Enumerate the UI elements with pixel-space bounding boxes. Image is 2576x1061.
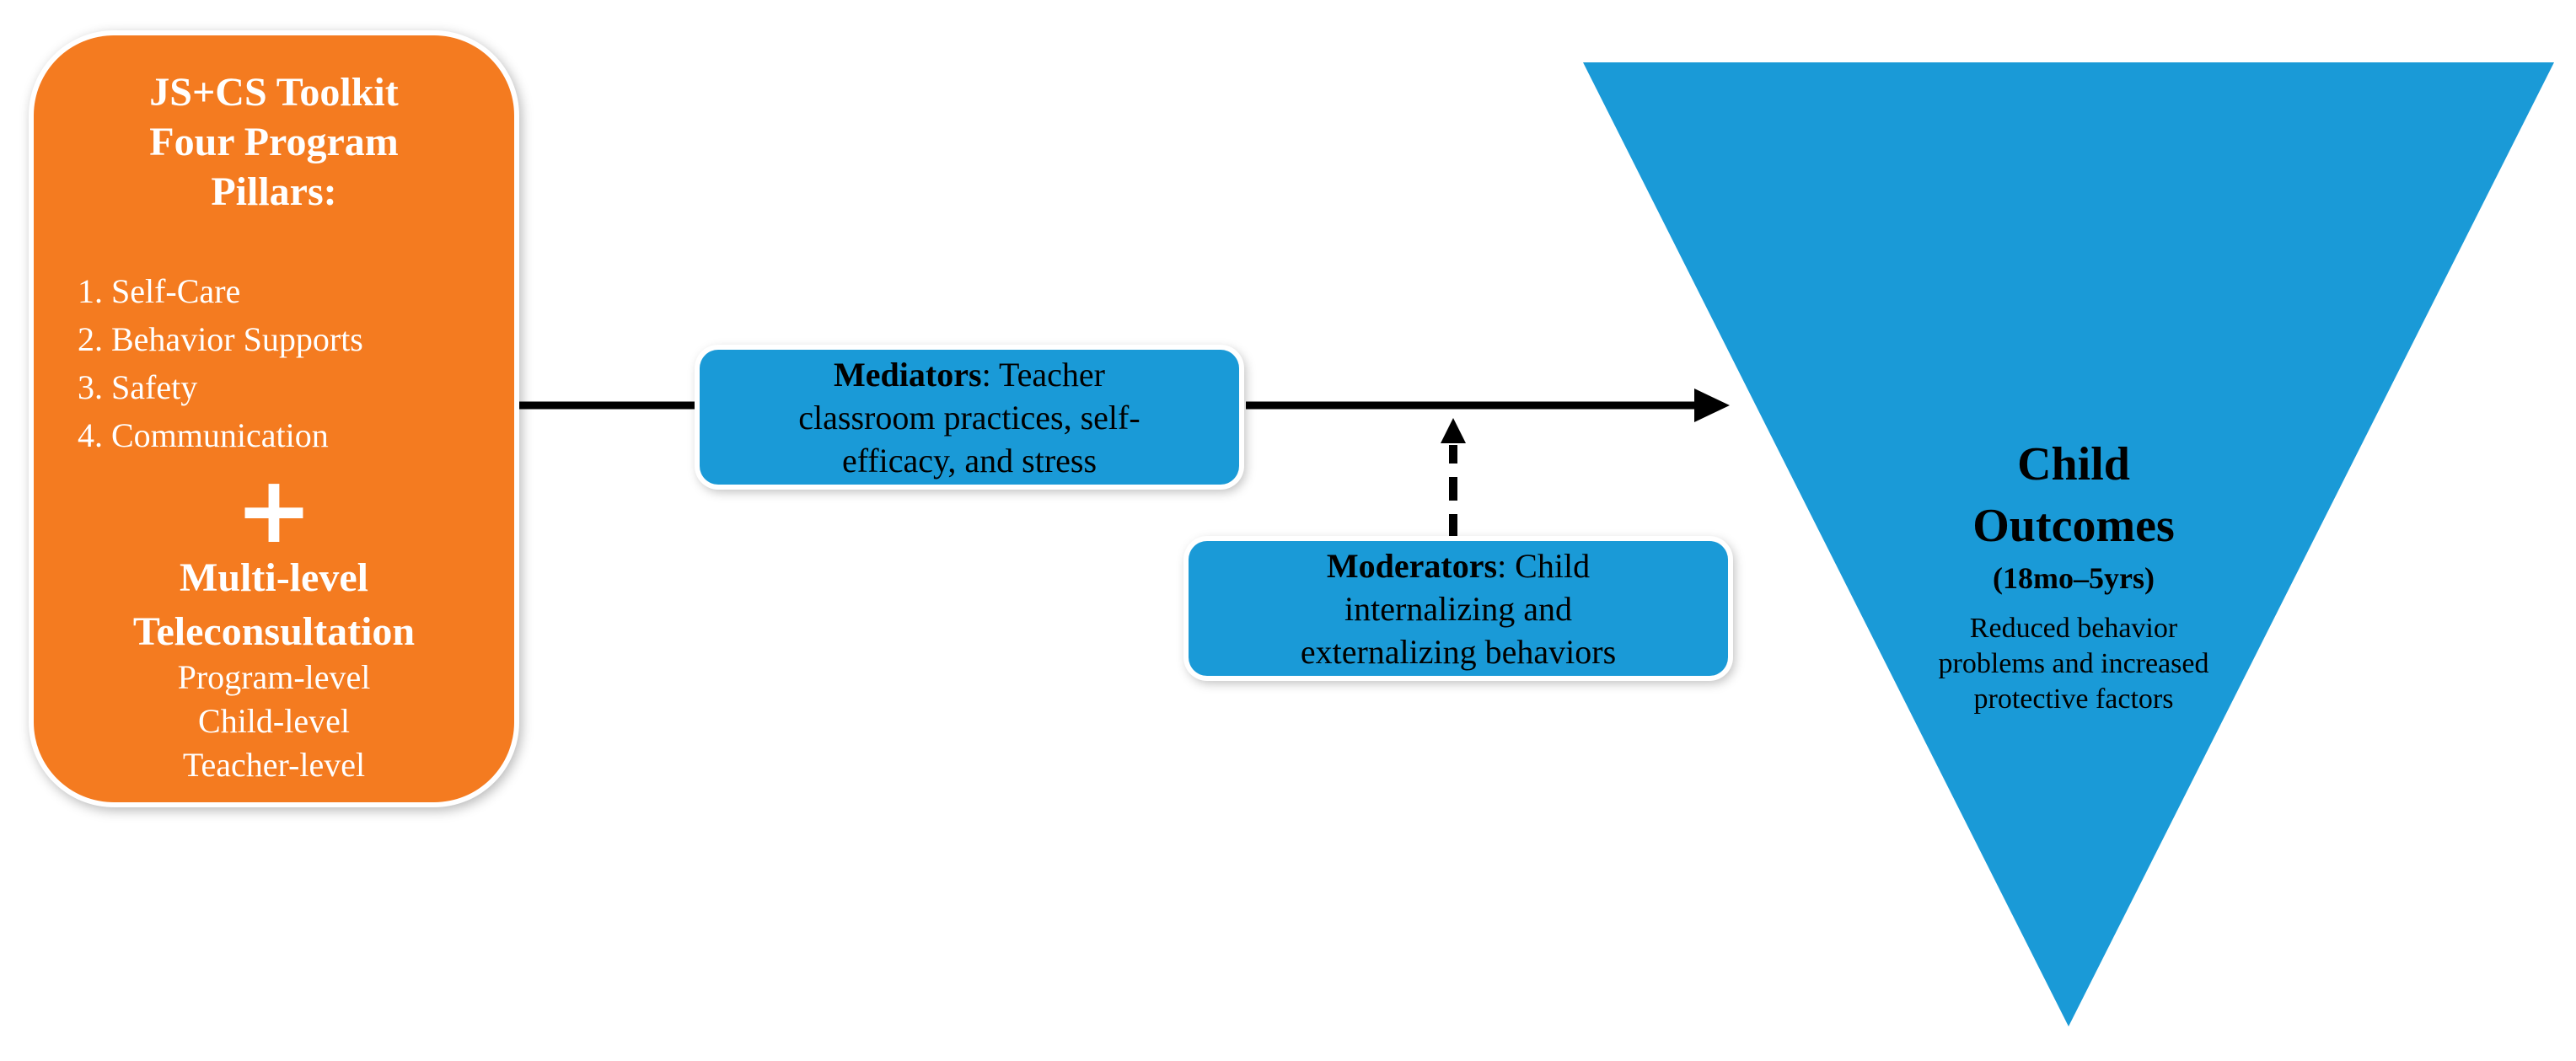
- child-outcomes-text: Child Outcomes (18mo–5yrs) Reduced behav…: [1854, 434, 2293, 717]
- moderators-line-2: internalizing and: [1344, 589, 1572, 628]
- mediators-line-1-text: : Teacher: [981, 355, 1105, 394]
- mediators-line-2: classroom practices, self-: [798, 398, 1140, 437]
- mediators-box: Mediators: Teacher classroom practices, …: [700, 350, 1239, 485]
- teleconsultation-title-line: Teleconsultation: [132, 609, 416, 654]
- program-title-line: Pillars:: [211, 169, 337, 214]
- child-outcomes-description-line: problems and increased: [1938, 648, 2209, 679]
- child-outcomes-age-range: (18mo–5yrs): [1993, 561, 2155, 595]
- outcomes-arrowhead: [1694, 388, 1730, 422]
- moderators-line-1: Moderators: Child: [1327, 544, 1590, 587]
- moderators-line-3: externalizing behaviors: [1300, 632, 1617, 671]
- child-outcomes-description-line: Reduced behavior: [1969, 613, 2178, 644]
- mediators-line-1: Mediators: Teacher: [834, 353, 1105, 396]
- pillars-list: 1. Self-Care 2. Behavior Supports 3. Saf…: [78, 267, 363, 459]
- teleconsultation-title-line: Multi-level: [180, 555, 368, 600]
- child-outcomes-description: Reduced behavior problems and increased …: [1854, 611, 2293, 717]
- pillar-item: 2. Behavior Supports: [78, 320, 363, 358]
- plus-sign: +: [234, 456, 314, 564]
- mediators-line-3: efficacy, and stress: [841, 441, 1097, 480]
- teleconsultation-title: Multi-level Teleconsultation: [34, 551, 514, 659]
- child-outcomes-title-line: Outcomes: [1972, 500, 2175, 552]
- program-title: JS+CS Toolkit Four Program Pillars:: [34, 67, 514, 217]
- child-outcomes-triangle: [1583, 62, 2554, 1026]
- program-title-line: JS+CS Toolkit: [149, 70, 399, 115]
- mediators-label: Mediators: [834, 355, 982, 394]
- program-box: JS+CS Toolkit Four Program Pillars: 1. S…: [34, 35, 514, 802]
- moderators-line-1-text: : Child: [1497, 546, 1591, 585]
- level-item: Program-level: [177, 658, 371, 696]
- pillar-item: 4. Communication: [78, 416, 329, 454]
- moderator-arrowhead: [1441, 418, 1466, 443]
- pillar-item: 1. Self-Care: [78, 272, 241, 310]
- child-outcomes-title: Child Outcomes: [1854, 434, 2293, 557]
- level-item: Teacher-level: [182, 746, 366, 784]
- moderators-label: Moderators: [1326, 546, 1498, 585]
- program-title-line: Four Program: [149, 120, 399, 164]
- child-outcomes-description-line: protective factors: [1973, 683, 2174, 715]
- pillar-item: 3. Safety: [78, 368, 198, 406]
- child-outcomes-title-line: Child: [2017, 438, 2130, 490]
- teleconsultation-levels: Program-level Child-level Teacher-level: [34, 656, 514, 787]
- moderators-box: Moderators: Child internalizing and exte…: [1189, 541, 1728, 676]
- level-item: Child-level: [198, 702, 350, 740]
